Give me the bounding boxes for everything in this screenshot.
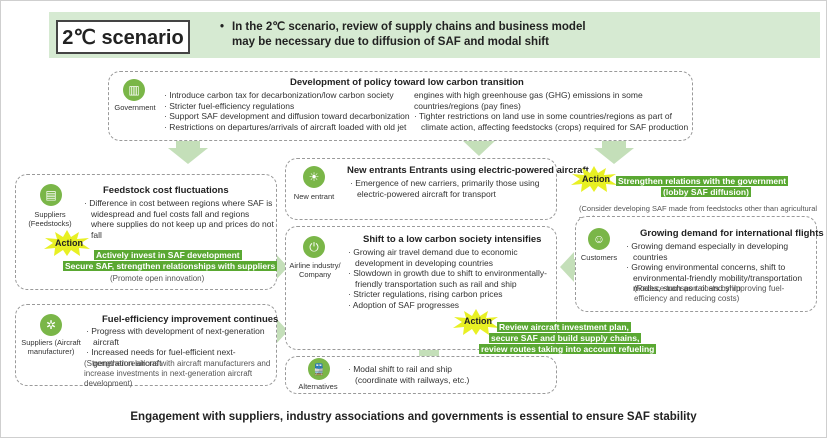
new-entrant-box — [285, 158, 557, 220]
industry-action-line3: review routes taking into account refuel… — [479, 344, 657, 354]
feedstock-action-line2: Secure SAF, strengthen relationships wit… — [63, 261, 278, 271]
manufacturer-label: Suppliers (Aircraft manufacturer) — [21, 338, 81, 356]
customers-box — [575, 216, 817, 312]
gov-action-line1: Strengthen relations with the government — [616, 176, 789, 186]
feedstock-title: Feedstock cost fluctuations — [103, 185, 229, 196]
manufacturer-note: (Strengthen relations with aircraft manu… — [84, 359, 271, 388]
person-icon: ☺ — [588, 228, 610, 250]
alternatives-label: Alternatives — [298, 382, 338, 391]
customers-label: Customers — [580, 253, 618, 262]
footer-statement: Engagement with suppliers, industry asso… — [130, 411, 697, 423]
industry-action-line2: secure SAF and build supply chains, — [489, 333, 642, 343]
alternatives-list: · Modal shift to rail and ship (coordina… — [348, 364, 470, 385]
feedstock-list: · Difference in cost between regions whe… — [84, 198, 274, 240]
feedstock-action-label: Action — [55, 238, 83, 248]
industry-label: Airline industry/ Company — [289, 261, 341, 279]
manufacturer-title: Fuel-efficiency improvement continues — [102, 314, 279, 325]
gov-action-line2: (lobby SAF diffusion) — [661, 187, 751, 197]
action-starburst-icon — [44, 230, 90, 256]
arrow-gov-to-customers — [594, 140, 634, 164]
train-icon: 🚆 — [308, 358, 330, 380]
header-summary: •In the 2℃ scenario, review of supply ch… — [220, 21, 586, 48]
arrow-gov-to-feedstock — [168, 140, 208, 164]
feedstock-note: (Promote open innovation) — [110, 274, 205, 283]
manufacturer-list: · Progress with development of next-gene… — [86, 326, 265, 368]
customers-title: Growing demand for international flights — [640, 228, 824, 239]
new-entrant-title: New entrants Entrants using electric-pow… — [347, 165, 589, 176]
feedstock-label: Suppliers (Feedstocks) — [28, 210, 72, 228]
industry-list: · Growing air travel demand due to econo… — [348, 247, 547, 310]
industry-box — [285, 226, 557, 350]
new-entrant-label: New entrant — [293, 192, 335, 201]
industry-action-label: Action — [464, 316, 492, 326]
government-box — [108, 71, 693, 141]
government-label: Government — [114, 103, 156, 112]
customers-list: · Growing demand especially in developin… — [626, 241, 803, 293]
industry-title: Shift to a low carbon society intensifie… — [363, 234, 542, 245]
gear-icon: ✲ — [40, 314, 62, 336]
action-starburst-icon — [453, 309, 499, 335]
alternatives-box — [285, 356, 557, 394]
power-icon: ⏻ — [303, 236, 325, 258]
action-starburst-icon — [571, 166, 617, 192]
bullet-icon: • — [220, 21, 225, 33]
lightbulb-icon: ☀ — [303, 166, 325, 188]
new-entrant-list: · Emergence of new carriers, primarily t… — [350, 178, 540, 199]
industry-action-line1: Review aircraft investment plan, — [497, 322, 631, 332]
customers-note: (Reduce transport costs by improving fue… — [634, 284, 785, 303]
feedstock-action-line1: Actively invest in SAF development — [94, 250, 242, 260]
building-icon: ▥ — [123, 79, 145, 101]
government-list-right: engines with high greenhouse gas (GHG) e… — [414, 90, 689, 132]
barrel-icon: ▤ — [40, 184, 62, 206]
scenario-title: 2℃ scenario — [56, 20, 190, 54]
gov-action-label: Action — [582, 174, 610, 184]
government-list-left: · Introduce carbon tax for decarbonizati… — [164, 90, 410, 132]
government-title: Development of policy toward low carbon … — [290, 77, 524, 88]
